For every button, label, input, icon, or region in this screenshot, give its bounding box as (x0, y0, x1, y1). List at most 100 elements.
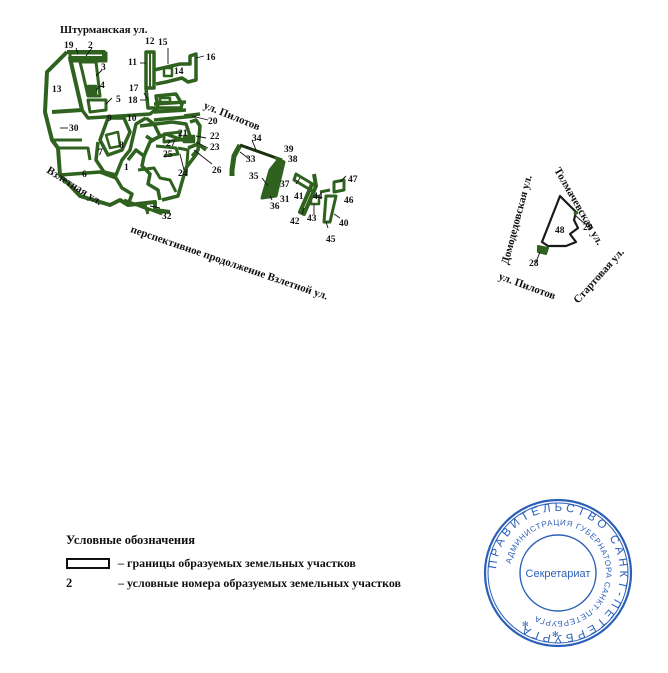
plot-number: 14 (174, 67, 184, 77)
plot-number: 47 (348, 175, 358, 185)
plot-number: 22 (210, 132, 220, 142)
stamp-center-text: Секретариат (526, 568, 591, 580)
boundary-swatch-icon (66, 557, 110, 569)
plot-6-outline (59, 170, 134, 206)
plot-number: 6 (82, 170, 87, 180)
plot-13-outline (43, 50, 171, 214)
plot-number: 12 (145, 37, 155, 47)
plot-40-outline (322, 194, 338, 224)
plot-number: 43 (307, 214, 317, 224)
plot-8-outline (104, 130, 122, 150)
plot-number: 44 (313, 192, 323, 202)
leader-lines (60, 47, 586, 263)
legend-item-number: 2 – условные номера образуемых земельных… (66, 574, 486, 592)
plot-number: 15 (158, 38, 168, 48)
plot-25-outline (155, 144, 180, 158)
plot-20-outline (153, 100, 201, 122)
plot-number: 38 (288, 155, 298, 165)
plot-number: 19 (64, 41, 74, 51)
plot-number: 45 (326, 235, 336, 245)
street-label-shturmanskaya: Штурманская ул. (60, 24, 148, 36)
legend-item-text: – границы образуемых земельных участков (118, 555, 356, 570)
plot-43-outline (309, 194, 321, 206)
plot-11-outline (144, 50, 156, 90)
plot-number: 1 (124, 163, 129, 173)
plot-number: 4 (100, 81, 105, 91)
plot-27-outline (162, 130, 182, 144)
plot-number: 35 (249, 172, 259, 182)
plot-number: 40 (339, 219, 349, 229)
plot-number: 10 (127, 114, 137, 124)
stamp-star-icon: ✻ (522, 620, 529, 629)
plot-number: 20 (208, 117, 218, 127)
plot-33-outline (229, 143, 243, 176)
plot-number: 34 (252, 134, 262, 144)
plot-23-outline (182, 134, 196, 144)
street-label-perspective-vzletnaya: перспективное продолжение Взлетной ул. (129, 223, 330, 302)
plot-number: 17 (129, 84, 139, 94)
stamp-inner-ring (519, 534, 597, 612)
plot-29-outline (573, 210, 579, 216)
plot-cluster-right (537, 194, 580, 255)
plot-number: 29 (583, 223, 593, 233)
plot-cluster-main (43, 50, 208, 216)
legend-item-boundary: – границы образуемых земельных участков (66, 554, 486, 572)
plot-26-outline (161, 142, 208, 202)
plot-number: 9 (107, 114, 112, 124)
plot-number: 46 (344, 196, 354, 206)
plot-number: 8 (119, 141, 124, 151)
stamp-star-icon: ✻ (552, 630, 559, 639)
official-stamp: ПРАВИТЕЛЬСТВО САНКТ-ПЕТЕРБУРГА АДМИНИСТР… (483, 498, 633, 648)
plot-number: 30 (69, 124, 79, 134)
plot-number: 25 (163, 150, 173, 160)
stamp-outer-ring (483, 498, 633, 648)
plot-outline (137, 166, 178, 193)
plot-number: 16 (206, 53, 216, 63)
plot-number: 36 (270, 202, 280, 212)
plot-number: 33 (246, 155, 256, 165)
plot-number: 21 (178, 129, 188, 139)
plot-number: 31 (280, 195, 290, 205)
plot-7-outline (94, 116, 147, 177)
plot-37-outline (275, 175, 281, 183)
legend-title: Условные обозначения (66, 533, 196, 547)
plot-outline (80, 106, 180, 120)
legend-item-key: 2 (66, 575, 73, 590)
plot-3-outline (78, 60, 102, 98)
plot-number: 23 (210, 143, 220, 153)
plot-48-outline (540, 194, 580, 248)
plot-28-outline (537, 245, 549, 255)
street-label-domodedovskaya: Домодедовская ул. (499, 174, 534, 266)
street-label-startovaya: Стартовая ул. (571, 246, 627, 306)
plot-4-outline (86, 84, 98, 96)
plot-number: 41 (294, 192, 304, 202)
plot-46-outline (332, 178, 346, 194)
plot-number: 28 (529, 259, 539, 269)
plot-number: 18 (128, 96, 138, 106)
plot-number: 42 (290, 217, 300, 227)
plot-number: 27 (166, 139, 176, 149)
plot-number: 3 (101, 63, 106, 73)
plot-number: 39 (284, 145, 294, 155)
plot-number: 26 (212, 166, 222, 176)
plot-outline (58, 146, 92, 161)
plot-number: 13 (52, 85, 62, 95)
plot-number: 7 (98, 148, 103, 158)
plot-number: 32 (162, 212, 172, 222)
plot-number: 37 (280, 180, 290, 190)
plot-5-outline (86, 98, 108, 114)
plot-15-outline (162, 66, 174, 78)
plot-number: 48 (555, 226, 565, 236)
plot-cluster-middle (229, 143, 346, 224)
stamp-outer-ring-thin (487, 502, 629, 644)
plot-41b-outline (298, 173, 318, 216)
plot-number: 11 (128, 58, 137, 68)
plot-number: 24 (178, 169, 188, 179)
street-label-pilotov-bottom: ул. Пилотов (497, 271, 557, 303)
plot-numbers: 1 2 3 4 5 6 7 8 9 10 11 12 13 14 15 16 1… (52, 37, 593, 269)
plot-14-outline (153, 52, 198, 86)
plot-number: 2 (88, 41, 93, 51)
map-legend: Условные обозначения – границы образуемы… (66, 533, 486, 594)
plot-44-outline (319, 188, 331, 194)
